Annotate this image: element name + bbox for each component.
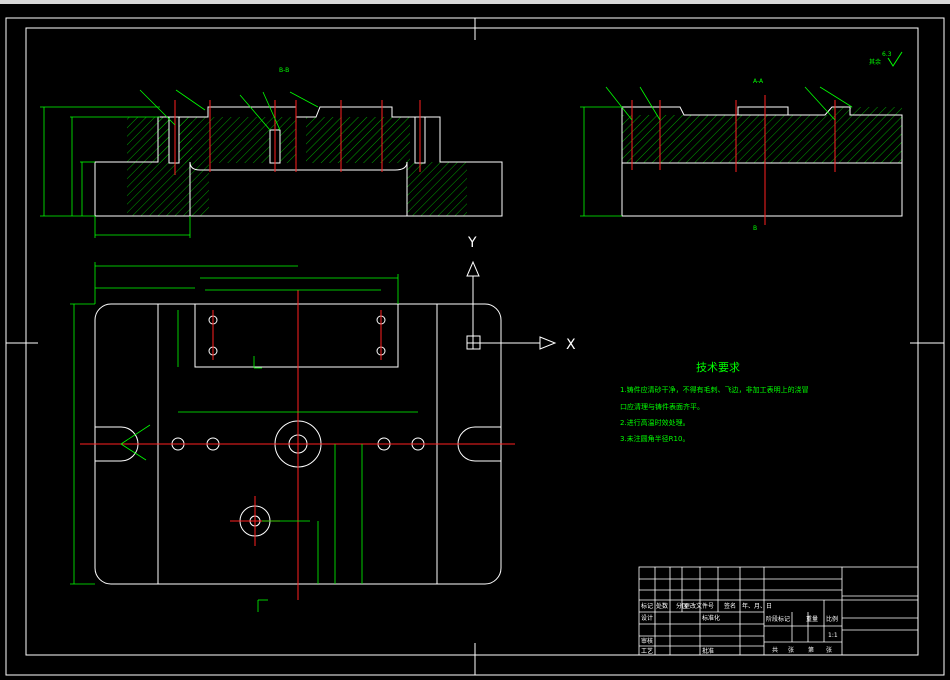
tb-weight: 重量 [806, 615, 818, 623]
tech-line-2: 口应清理与铸件表面齐平。 [620, 402, 704, 411]
drawing-frame [5, 17, 945, 676]
axis-y-label: Y [467, 235, 477, 251]
section-marker: B [753, 225, 757, 232]
tb-date: 年、月、日 [742, 602, 772, 610]
tb-change-doc: 更改文件号 [684, 602, 714, 610]
tb-approve: 批准 [702, 647, 714, 655]
tech-line-3: 2.进行高温时效处理。 [620, 418, 690, 427]
tb-mark: 标记 [641, 602, 653, 610]
tb-sheet: 张 [788, 646, 794, 654]
tb-scale: 比例 [826, 615, 838, 623]
roughness-note: 其余 [869, 58, 881, 66]
tb-standardize: 标准化 [702, 614, 720, 622]
tb-sheet-of: 第 [808, 646, 814, 654]
tech-line-1: 1.铸件应清砂干净，不得有毛刺、飞边，非加工表明上的浇冒 [620, 385, 809, 394]
tb-scale-value: 1:1 [828, 632, 838, 639]
tb-design: 设计 [641, 614, 653, 622]
ucs-axis-icon [466, 260, 557, 350]
tb-sheet-end: 张 [826, 646, 832, 654]
tech-title: 技术要求 [696, 361, 740, 374]
roughness-value: 6.3 [882, 51, 892, 58]
axis-x-label: X [566, 337, 576, 353]
tb-zone: 分区 [676, 602, 688, 610]
tb-stage-mark: 阶段标记 [766, 615, 790, 623]
title-block: 标记 处数 分区 更改文件号 签名 年、月、日 设计 标准化 审核 工艺 批准 … [638, 566, 919, 656]
tb-sheets: 共 [772, 646, 778, 654]
section-b-b-label: B-B [279, 67, 289, 74]
section-a-a-label: A-A [753, 78, 764, 85]
top-toolbar-strip [0, 0, 950, 4]
tech-line-4: 3.未注圆角半径R10。 [620, 434, 689, 443]
tb-review: 审核 [641, 637, 653, 645]
tb-sign: 签名 [724, 602, 736, 610]
plan-view [70, 262, 515, 612]
tb-process: 工艺 [641, 647, 653, 655]
section-view-a-a: A-A B 其余 6.3 [580, 51, 903, 232]
technical-requirements: 技术要求 1.铸件应清砂干净，不得有毛刺、飞边，非加工表明上的浇冒 口应清理与铸… [620, 361, 809, 443]
section-view-b-b: B-B [40, 67, 503, 238]
tb-count: 处数 [656, 602, 668, 610]
